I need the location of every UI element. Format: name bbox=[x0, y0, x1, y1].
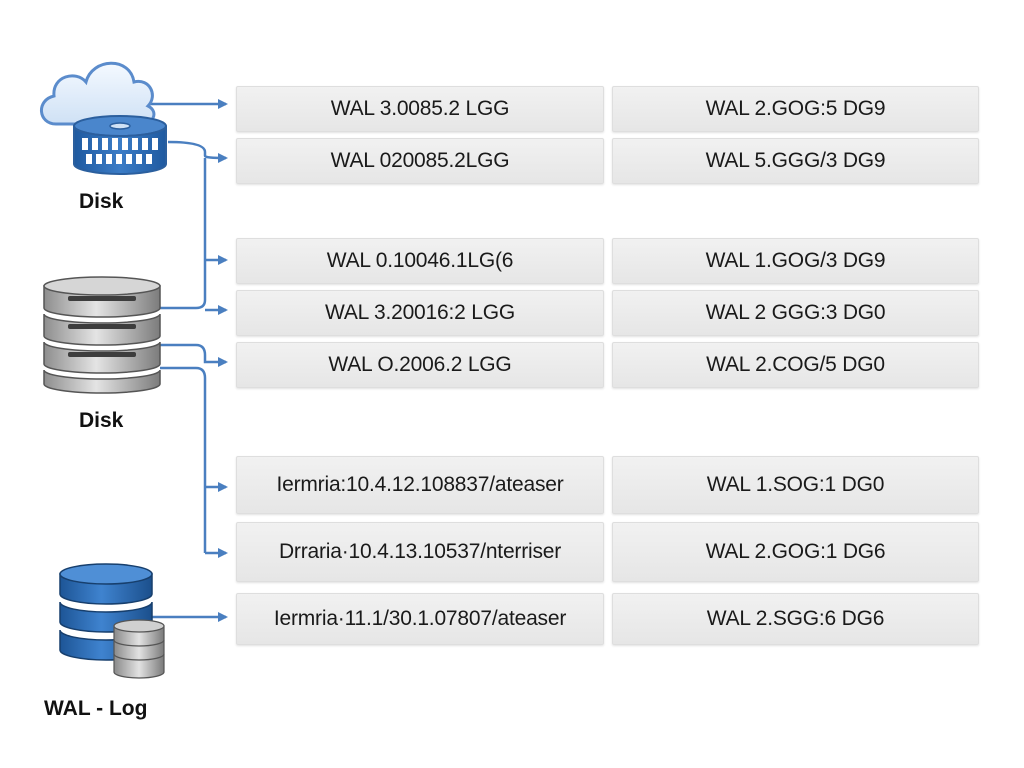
arrow-server-row5 bbox=[160, 343, 228, 367]
arrow-cloud-row2 bbox=[167, 140, 228, 163]
cloud-disk-node bbox=[34, 52, 174, 180]
bus-line-lower bbox=[160, 366, 207, 553]
arrow-server-row4 bbox=[160, 260, 226, 310]
row-8-col-2: WAL 2.SGG:6 DG6 bbox=[612, 593, 979, 645]
cloud-storage-icon bbox=[40, 61, 167, 175]
row-6-col-1: Iermria:10.4.12.108837/ateaser bbox=[236, 456, 604, 514]
row-5-col-1: WAL O.2006.2 LGG bbox=[236, 342, 604, 388]
row-4-col-2: WAL 2 GGG:3 DG0 bbox=[612, 290, 979, 336]
row-2-col-1: WAL 020085.2LGG bbox=[236, 138, 604, 184]
database-icon bbox=[59, 563, 165, 679]
row-6-col-2: WAL 1.SOG:1 DG0 bbox=[612, 456, 979, 514]
row-3-col-1: WAL 0.10046.1LG(6 bbox=[236, 238, 604, 284]
row-2-col-2: WAL 5.GGG/3 DG9 bbox=[612, 138, 979, 184]
server-disk-node bbox=[40, 272, 166, 398]
wal-log-node bbox=[56, 560, 172, 688]
cloud-disk-label: Disk bbox=[79, 190, 124, 213]
row-4-col-1: WAL 3.20016:2 LGG bbox=[236, 290, 604, 336]
row-5-col-2: WAL 2.COG/5 DG0 bbox=[612, 342, 979, 388]
row-1-col-1: WAL 3.0085.2 LGG bbox=[236, 86, 604, 132]
row-3-col-2: WAL 1.GOG/3 DG9 bbox=[612, 238, 979, 284]
row-7-col-1: Drraria·10.4.13.10537/nterriser bbox=[236, 522, 604, 582]
row-7-col-2: WAL 2.GOG:1 DG6 bbox=[612, 522, 979, 582]
row-8-col-1: Iermria·11.1/30.1.07807/ateaser bbox=[236, 593, 604, 645]
wal-log-label: WAL - Log bbox=[44, 697, 148, 720]
server-stack-icon bbox=[43, 276, 161, 394]
row-1-col-2: WAL 2.GOG:5 DG9 bbox=[612, 86, 979, 132]
server-disk-label: Disk bbox=[79, 409, 124, 432]
